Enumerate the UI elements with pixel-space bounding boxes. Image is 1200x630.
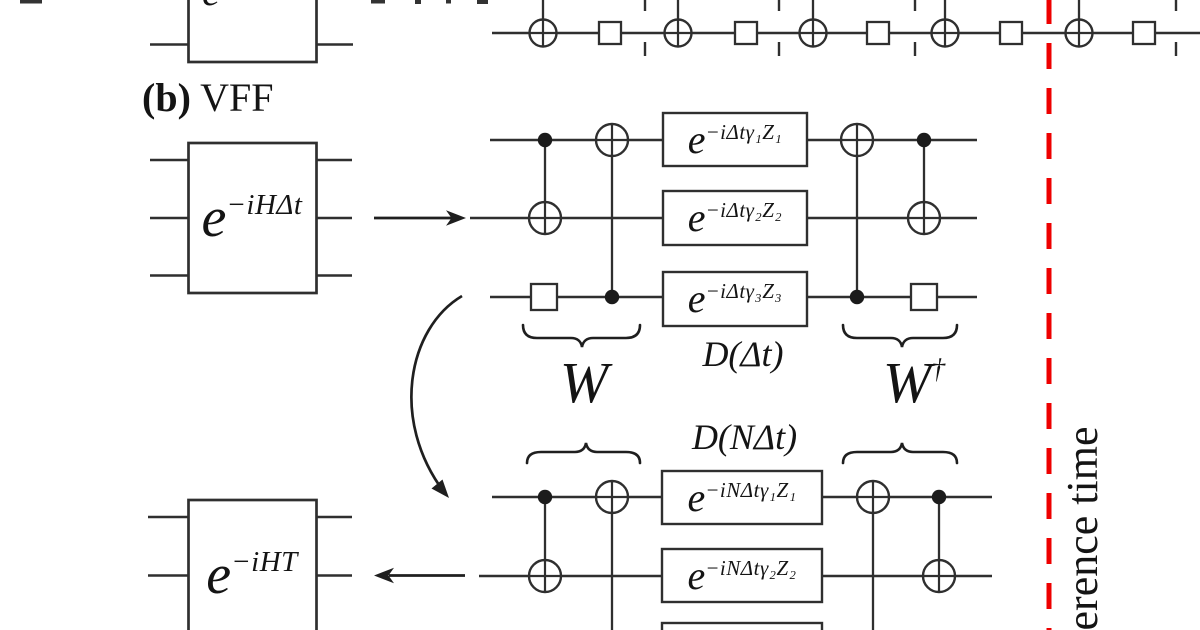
gate-label-fast-z2: e−iNΔtγ₂Z₂	[687, 552, 797, 598]
control-dot	[604, 289, 620, 305]
total-operator-box	[148, 498, 352, 630]
gate-square-icon	[1131, 20, 1157, 46]
total-operator-label: e−iHT	[206, 544, 298, 606]
cnot-gate	[594, 479, 630, 630]
cnot-gate	[839, 122, 875, 305]
w-dagger-label: W†	[882, 350, 946, 415]
cnot-gate	[527, 132, 563, 236]
gate-square-icon	[998, 20, 1024, 46]
trotter-operator-box-partial	[150, 0, 353, 64]
cnot-target-icon	[528, 0, 558, 48]
step-operator-box	[150, 141, 352, 295]
d-step-label: D(Δt)	[702, 334, 784, 374]
gate-square-icon	[597, 20, 623, 46]
diagonal-gate-box-2	[661, 189, 809, 247]
cnot-gate	[527, 489, 563, 594]
w-label: W	[559, 350, 609, 415]
cnot-gate	[921, 489, 957, 594]
arrow-right	[374, 210, 466, 226]
gate-label-step-z2: e−iΔtγ₂Z₂	[687, 195, 783, 240]
gate-label-fast-z1: e−iNΔtγ₁Z₁	[687, 474, 797, 520]
cnot-target-icon	[1064, 0, 1094, 48]
overbrace-w-dagger	[841, 442, 959, 465]
underbrace-w	[521, 323, 642, 348]
control-dot	[931, 489, 947, 505]
cnot-target-icon	[930, 0, 960, 48]
step-operator-label: e−iHΔt	[201, 187, 303, 249]
cnot-gate	[594, 122, 630, 305]
cnot-gate	[855, 479, 891, 630]
cnot-target-icon	[798, 0, 828, 48]
curved-arrow-down	[410, 294, 463, 498]
cnot-gate	[906, 132, 942, 236]
gate-label-step-z1: e−iΔtγ₁Z₁	[687, 116, 783, 162]
gate-square-icon	[909, 282, 939, 312]
panel-index: (b)	[142, 75, 191, 120]
diagonal-gate-box-1	[661, 111, 809, 168]
control-dot	[849, 289, 865, 305]
panel-label: (b) VFF	[142, 78, 274, 118]
d-fast-forward-label: D(NΔt)	[691, 417, 798, 457]
diagonal-gate-box-2	[660, 547, 824, 604]
gate-square-icon	[529, 282, 559, 312]
overbrace-w	[525, 442, 642, 465]
cnot-target-icon	[663, 0, 693, 48]
diagonal-gate-box-3	[661, 270, 809, 328]
underbrace-w-dagger	[841, 323, 959, 348]
control-dot	[537, 489, 553, 505]
clipped-operator-base: e	[202, 0, 220, 12]
diagonal-gate-box-1	[660, 469, 824, 526]
cropped-caption-fragments	[20, 0, 488, 4]
vff-fast-forward-circuit	[479, 442, 992, 630]
arrow-left	[374, 567, 465, 584]
control-dot	[916, 132, 932, 148]
diagonal-gate-box-3-partial	[660, 621, 824, 630]
gate-square-icon	[865, 20, 891, 46]
gate-square-icon	[733, 20, 759, 46]
coherence-time-label: coherence time	[1058, 426, 1107, 630]
control-dot	[537, 132, 553, 148]
gate-label-step-z3: e−iΔtγ₃Z₃	[687, 276, 783, 321]
panel-name: VFF	[190, 75, 274, 120]
trotter-gate-strip	[492, 0, 1200, 59]
vff-step-circuit	[470, 111, 977, 348]
